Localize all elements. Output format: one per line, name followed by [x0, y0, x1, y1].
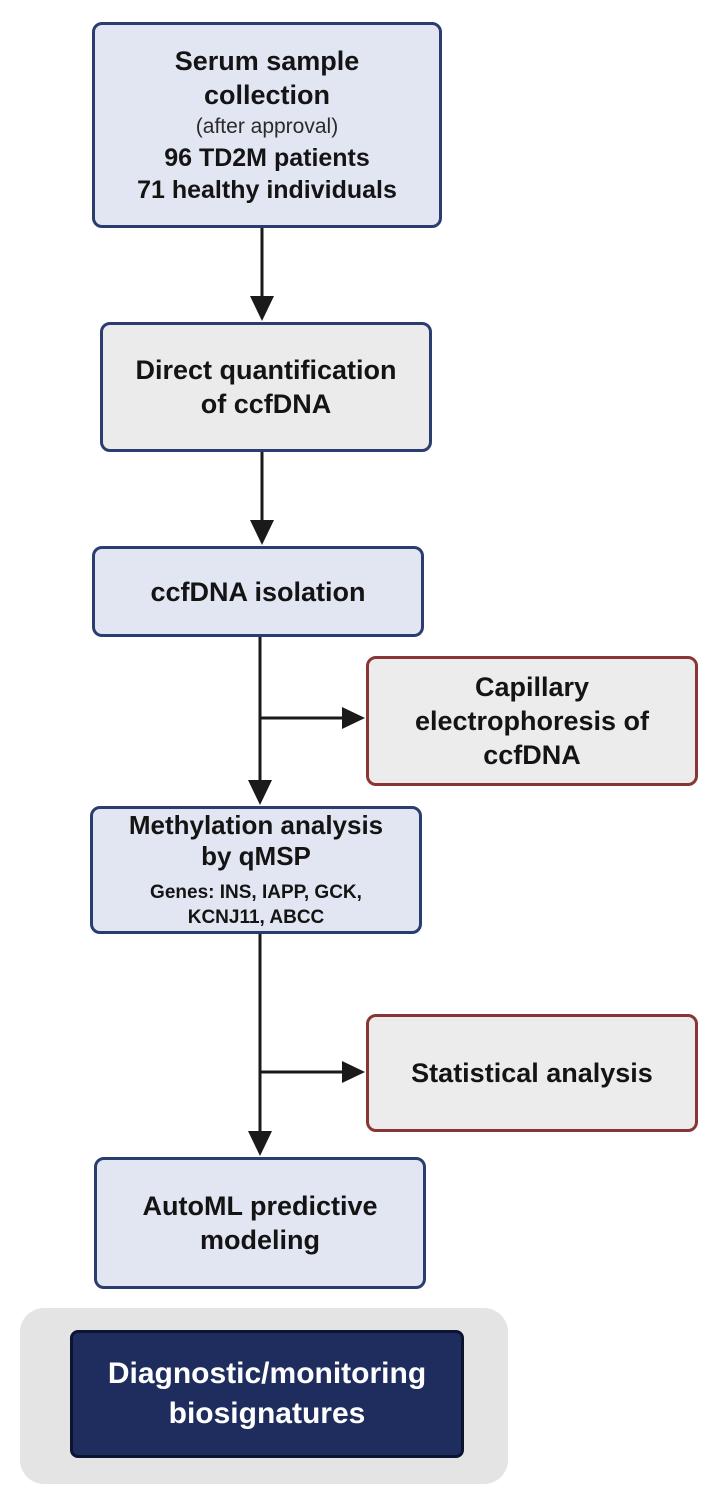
output-line2: biosignatures	[168, 1397, 366, 1430]
serum-healthy: 71 healthy individuals	[137, 176, 397, 204]
methylation-genes-line1: Genes: INS, IAPP, GCK,	[150, 882, 362, 903]
arrowhead-isolation-to-methylation	[248, 780, 272, 805]
capillary-line1: Capillary	[474, 672, 590, 702]
node-serum-sample-collection: Serum sample collection (after approval)…	[92, 22, 442, 228]
methylation-line2: by qMSP	[201, 841, 311, 871]
node-capillary-electrophoresis: Capillary electrophoresis of ccfDNA	[366, 656, 698, 786]
arrowhead-branch-to-statistical	[342, 1061, 365, 1083]
statistical-label: Statistical analysis	[411, 1058, 653, 1088]
node-diagnostic-biosignatures: Diagnostic/monitoring biosignatures	[70, 1330, 464, 1458]
serum-patients: 96 TD2M patients	[164, 144, 370, 172]
methylation-genes-line2: KCNJ11, ABCC	[187, 907, 325, 928]
capillary-line3: ccfDNA	[483, 740, 581, 770]
automl-line2: modeling	[200, 1225, 320, 1255]
serum-title: Serum sample collection	[174, 46, 360, 110]
quant-line2: of ccfDNA	[200, 389, 332, 419]
node-methylation-analysis: Methylation analysis by qMSP Genes: INS,…	[90, 806, 422, 934]
arrowhead-branch-to-capillary	[342, 707, 365, 729]
capillary-line2: electrophoresis of	[414, 706, 650, 736]
serum-note: (after approval)	[195, 115, 339, 138]
node-ccfdna-isolation: ccfDNA isolation	[92, 546, 424, 637]
node-direct-quantification: Direct quantification of ccfDNA	[100, 322, 432, 452]
automl-line1: AutoML predictive	[142, 1191, 378, 1221]
arrowhead-quant-to-isolation	[250, 520, 274, 545]
arrowhead-methylation-to-automl	[248, 1131, 272, 1156]
isolation-label: ccfDNA isolation	[150, 576, 366, 607]
methylation-line1: Methylation analysis	[128, 810, 384, 840]
node-automl-predictive-modeling: AutoML predictive modeling	[94, 1157, 426, 1289]
output-line1: Diagnostic/monitoring	[107, 1357, 427, 1390]
node-statistical-analysis: Statistical analysis	[366, 1014, 698, 1132]
arrowhead-serum-to-quant	[250, 296, 274, 321]
quant-line1: Direct quantification	[135, 355, 397, 385]
